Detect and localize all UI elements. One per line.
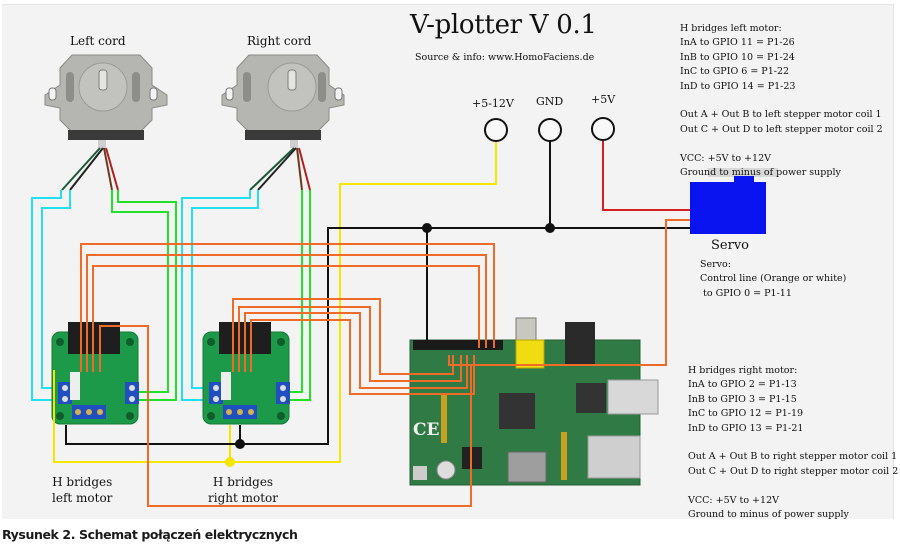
hbridge-left-label-line2: left motor	[52, 491, 113, 505]
servo-label: Servo	[711, 238, 749, 253]
note-line: Ground to minus of power supply	[688, 509, 849, 521]
note-line	[688, 479, 898, 493]
note-line	[688, 436, 898, 450]
note-line: H bridges left motor:	[680, 23, 782, 34]
note-line	[680, 137, 883, 151]
right-stepper-motor	[221, 54, 345, 148]
note-line: H bridges right motor:	[688, 365, 798, 376]
note-line: InD to GPIO 14 = P1-23	[680, 80, 796, 92]
servo-notes: Servo: Control line (Orange or white) to…	[700, 258, 846, 301]
hbridge-left-label-line1: H bridges	[52, 475, 113, 489]
board-marking: CE	[413, 420, 440, 440]
servo-note-line: Servo:	[700, 259, 731, 270]
hbridge-left-board	[51, 322, 139, 425]
note-line: InB to GPIO 10 = P1-24	[680, 51, 795, 63]
note-line: InB to GPIO 3 = P1-15	[688, 393, 797, 405]
left-cord-label: Left cord	[70, 34, 126, 48]
junction-dots	[225, 223, 555, 467]
note-line: Out C + Out D to right stepper motor coi…	[688, 465, 899, 477]
note-line: VCC: +5V to +12V	[680, 152, 771, 164]
source-info: Source & info: www.HomoFaciens.de	[415, 52, 595, 63]
notes-right-motor: H bridges right motor: InA to GPIO 2 = P…	[688, 364, 898, 522]
notes-left-motor: H bridges left motor: InA to GPIO 11 = P…	[680, 22, 883, 180]
right-cord-label: Right cord	[247, 34, 312, 48]
motor-leads	[61, 147, 311, 191]
note-line: Out A + Out B to right stepper motor coi…	[688, 451, 898, 463]
terminal-label-gnd: GND	[536, 95, 564, 108]
note-line: InC to GPIO 12 = P1-19	[688, 408, 804, 420]
note-line: InD to GPIO 13 = P1-21	[688, 422, 804, 434]
hbridge-left-label: H bridges left motor	[52, 474, 112, 506]
note-line: VCC: +5V to +12V	[688, 494, 779, 506]
servo-note-line: to GPIO 0 = P1-11	[700, 287, 792, 299]
servo-note-line: Control line (Orange or white)	[700, 273, 847, 285]
servo-body	[690, 168, 778, 234]
hbridge-right-label-line2: right motor	[208, 491, 279, 505]
note-line: InA to GPIO 11 = P1-26	[680, 37, 795, 49]
terminal-label-vcc: +5-12V	[472, 97, 514, 110]
diagram-title: V-plotter V 0.1	[410, 10, 597, 40]
note-line: InC to GPIO 6 = P1-22	[680, 66, 790, 78]
terminal-label-5v: +5V	[591, 93, 616, 106]
hbridge-right-label-line1: H bridges	[212, 475, 274, 489]
hbridge-right-board	[202, 322, 290, 425]
note-line: Ground to minus of power supply	[680, 167, 841, 179]
note-line: Out A + Out B to left stepper motor coil…	[680, 109, 882, 121]
signal-wires	[80, 219, 690, 507]
figure-caption: Rysunek 2. Schemat połączeń elektrycznyc…	[2, 527, 298, 542]
hbridge-right-label: H bridges right motor	[208, 474, 278, 506]
raspberry-pi-board	[409, 317, 659, 486]
note-line: InA to GPIO 2 = P1-13	[688, 379, 797, 391]
power-wires	[53, 141, 690, 463]
note-line	[680, 94, 883, 108]
note-line: Out C + Out D to left stepper motor coil…	[680, 123, 883, 135]
power-terminals	[484, 117, 615, 142]
left-stepper-motor	[44, 54, 168, 148]
